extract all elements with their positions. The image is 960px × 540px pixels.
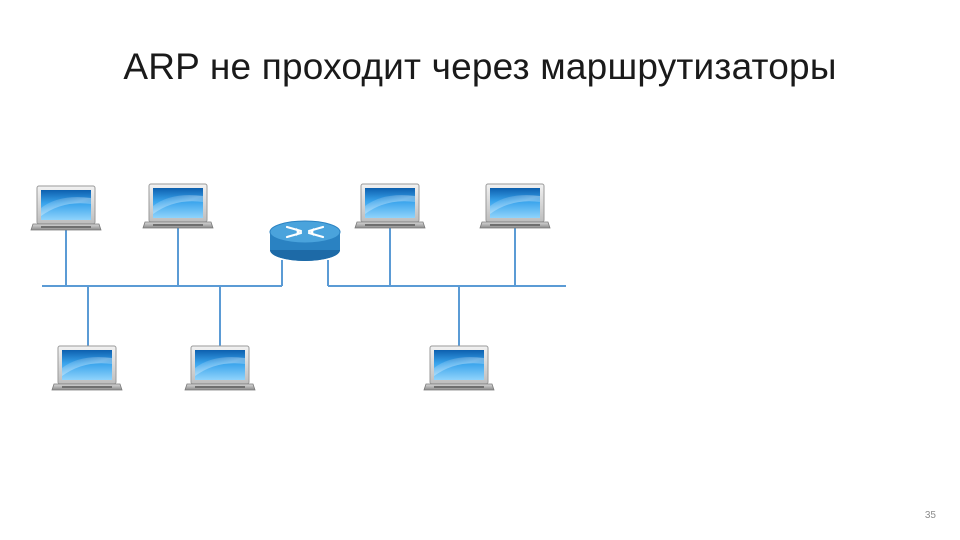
router-icon bbox=[269, 220, 341, 261]
laptop-icon-pc-top-3 bbox=[354, 183, 426, 229]
laptop-icon-pc-top-4 bbox=[479, 183, 551, 229]
page-number: 35 bbox=[924, 510, 936, 521]
laptop-icon-pc-bottom-1 bbox=[51, 345, 123, 391]
laptop-icon-pc-bottom-2 bbox=[184, 345, 256, 391]
right-segment-links bbox=[327, 228, 566, 346]
laptop-icon-pc-top-1 bbox=[30, 185, 102, 231]
laptop-icon-pc-bottom-3 bbox=[423, 345, 495, 391]
slide-title: ARP не проходит через маршрутизаторы bbox=[123, 46, 837, 87]
left-segment-links bbox=[42, 228, 283, 346]
laptop-icon-pc-top-2 bbox=[142, 183, 214, 229]
